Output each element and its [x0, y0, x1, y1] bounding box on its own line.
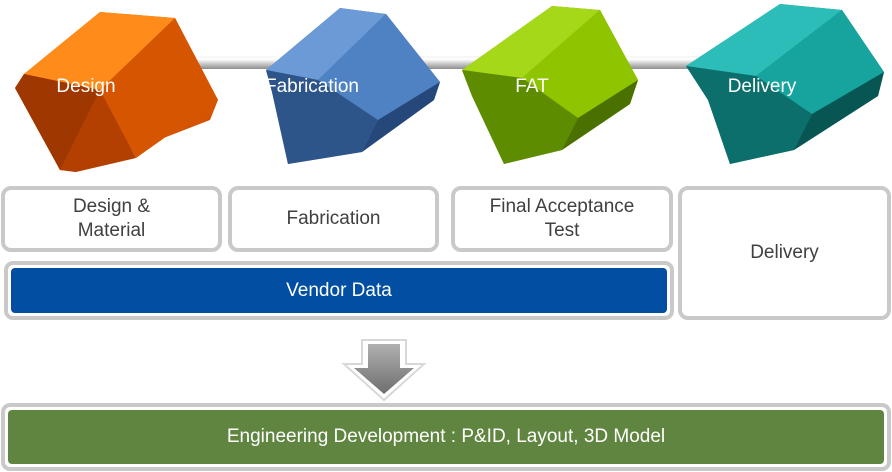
down-arrow-icon [341, 339, 427, 402]
delivery-cube [686, 4, 884, 164]
stage-label-fat: FAT [515, 76, 549, 97]
engineering-development-bar: Engineering Development : P&ID, Layout, … [1, 403, 891, 471]
delivery-box: Delivery [678, 186, 891, 320]
fabrication-box: Fabrication [228, 186, 439, 252]
vendor-data-label: Vendor Data [286, 279, 392, 301]
design-material-label: Design & Material [72, 196, 151, 241]
vendor-data-bar: Vendor Data [4, 261, 674, 320]
engineering-development-label: Engineering Development : P&ID, Layout, … [226, 426, 666, 447]
fabrication-cube [266, 8, 440, 164]
stage-label-fabrication: Fabrication [265, 76, 359, 97]
fat-cube [462, 6, 638, 164]
fabrication-label: Fabrication [286, 208, 381, 229]
stage-label-delivery: Delivery [727, 76, 797, 97]
final-acceptance-test-label: Final Acceptance Test [489, 196, 635, 241]
stage-label-design: Design [56, 76, 116, 97]
design-material-box: Design & Material [1, 186, 222, 252]
design-cube [15, 12, 218, 172]
final-acceptance-test-box: Final Acceptance Test [451, 186, 673, 252]
delivery-label: Delivery [750, 242, 819, 263]
